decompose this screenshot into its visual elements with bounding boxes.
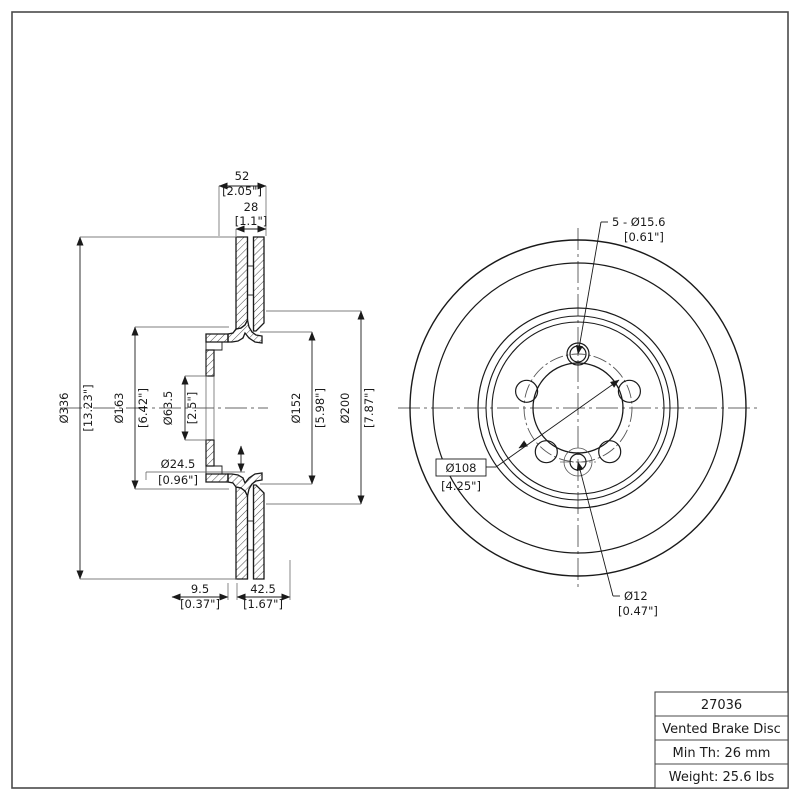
hat-column-lower (205, 465, 223, 475)
face-view: 5 - Ø15.6 [0.61"] Ø108 [4.25"] Ø12 [0.47… (398, 215, 760, 618)
rotor-lower-half (205, 439, 265, 580)
pilot-boss-lower (205, 439, 215, 467)
lug-hole (534, 440, 558, 464)
hat-flange-lower (205, 473, 229, 483)
dim-plate-thickness-mm: 28 (244, 200, 259, 214)
inner-friction-plate-upper (235, 236, 249, 330)
dim-plate-thickness-inch: [1.1"] (235, 214, 268, 228)
sheet-border (11, 11, 789, 789)
title-block-min-thickness: Min Th: 26 mm (673, 746, 771, 761)
callout-lug-holes-mm: 5 - Ø15.6 (612, 215, 665, 229)
callout-bolt-circle-inch: [4.25"] (441, 479, 481, 493)
lug-hole-group (514, 342, 642, 464)
rotor-upper-half (205, 236, 265, 377)
outer-friction-plate-lower (252, 484, 265, 580)
vent-gap-lower (246, 485, 255, 579)
rotor-outer-edge (409, 239, 747, 577)
dimension-overall-width: 52 [2.05"] (218, 169, 267, 236)
callout-pin-holes-mm: Ø12 (624, 589, 648, 603)
dim-center-bore-inch: [2.5"] (185, 392, 199, 425)
dimension-hat-outer-diameter: Ø163 [6.42"] (112, 326, 229, 490)
dim-vent-inner-diameter-inch: [5.98"] (313, 388, 327, 428)
dimension-center-bore: Ø63.5 [2.5"] (161, 375, 208, 441)
dim-overall-width-mm: 52 (235, 169, 250, 183)
dimension-hat-offset: 9.5 [0.37"] (171, 582, 229, 611)
dim-hat-offset-mm: 9.5 (191, 582, 209, 596)
dimension-vent-inner-diameter: Ø152 [5.98"] (260, 331, 327, 485)
vent-gap-upper (246, 237, 255, 331)
dim-hat-offset-inch: [0.37"] (180, 597, 220, 611)
hat-bore-lines (205, 376, 215, 440)
callout-pin-holes: Ø12 [0.47"] (576, 461, 658, 618)
callout-bolt-circle-mm: Ø108 (445, 461, 476, 475)
title-block-weight: Weight: 25.6 lbs (669, 770, 775, 785)
callout-bolt-circle-box (435, 458, 487, 477)
center-bore-circle (532, 362, 624, 454)
dimension-plate-thickness: 28 [1.1"] (235, 200, 268, 236)
outer-friction-plate-upper (252, 236, 265, 332)
dimension-hat-depth: 42.5 [1.67"] (236, 560, 291, 611)
dim-mount-face-diameter-mm: Ø200 (338, 392, 352, 423)
hat-outer-circle (485, 315, 671, 501)
hat-column-upper (205, 341, 223, 351)
dim-hat-depth-mm: 42.5 (250, 582, 276, 596)
callout-lug-holes-inch: [0.61"] (624, 230, 664, 244)
hat-inner-circle (491, 321, 665, 495)
dimension-mount-face-diameter: Ø200 [7.87"] (266, 310, 376, 505)
dim-outer-diameter-inch: [13.23"] (81, 384, 95, 431)
lug-hole (617, 379, 642, 403)
section-view: 52 [2.05"] 28 [1.1"] Ø336 [13.23"] Ø163 … (57, 169, 376, 611)
callout-pin-holes-inch: [0.47"] (618, 604, 658, 618)
dim-hat-depth-inch: [1.67"] (243, 597, 283, 611)
dim-center-bore-mm: Ø63.5 (161, 391, 175, 426)
dimension-outer-diameter: Ø336 [13.23"] (57, 236, 237, 580)
mount-face-circle (477, 307, 679, 509)
pilot-boss-upper (205, 349, 215, 377)
title-block-part-number: 27036 (701, 698, 742, 713)
hat-flange-upper (205, 333, 229, 343)
title-block-description: Vented Brake Disc (662, 722, 781, 737)
lug-hole (566, 342, 590, 366)
dim-hat-outer-diameter-inch: [6.42"] (136, 388, 150, 428)
dim-outer-diameter-mm: Ø336 (57, 392, 71, 423)
inner-friction-plate-lower (235, 486, 249, 580)
callout-lug-holes: 5 - Ø15.6 [0.61"] (576, 215, 665, 355)
dim-pilot-step-mm: Ø24.5 (161, 457, 196, 471)
rotor-inner-ring (432, 262, 724, 554)
dim-overall-width-inch: [2.05"] (222, 184, 262, 198)
callout-bolt-circle: Ø108 [4.25"] (435, 379, 620, 493)
dim-vent-inner-diameter-mm: Ø152 (289, 392, 303, 423)
dim-pilot-step-inch: [0.96"] (158, 473, 198, 487)
dimension-pilot-step: Ø24.5 [0.96"] (145, 445, 245, 487)
title-block: 27036 Vented Brake Disc Min Th: 26 mm We… (654, 691, 789, 789)
lug-hole (514, 379, 539, 403)
dim-mount-face-diameter-inch: [7.87"] (362, 388, 376, 428)
lug-hole (598, 440, 622, 464)
dim-hat-outer-diameter-mm: Ø163 (112, 392, 126, 423)
